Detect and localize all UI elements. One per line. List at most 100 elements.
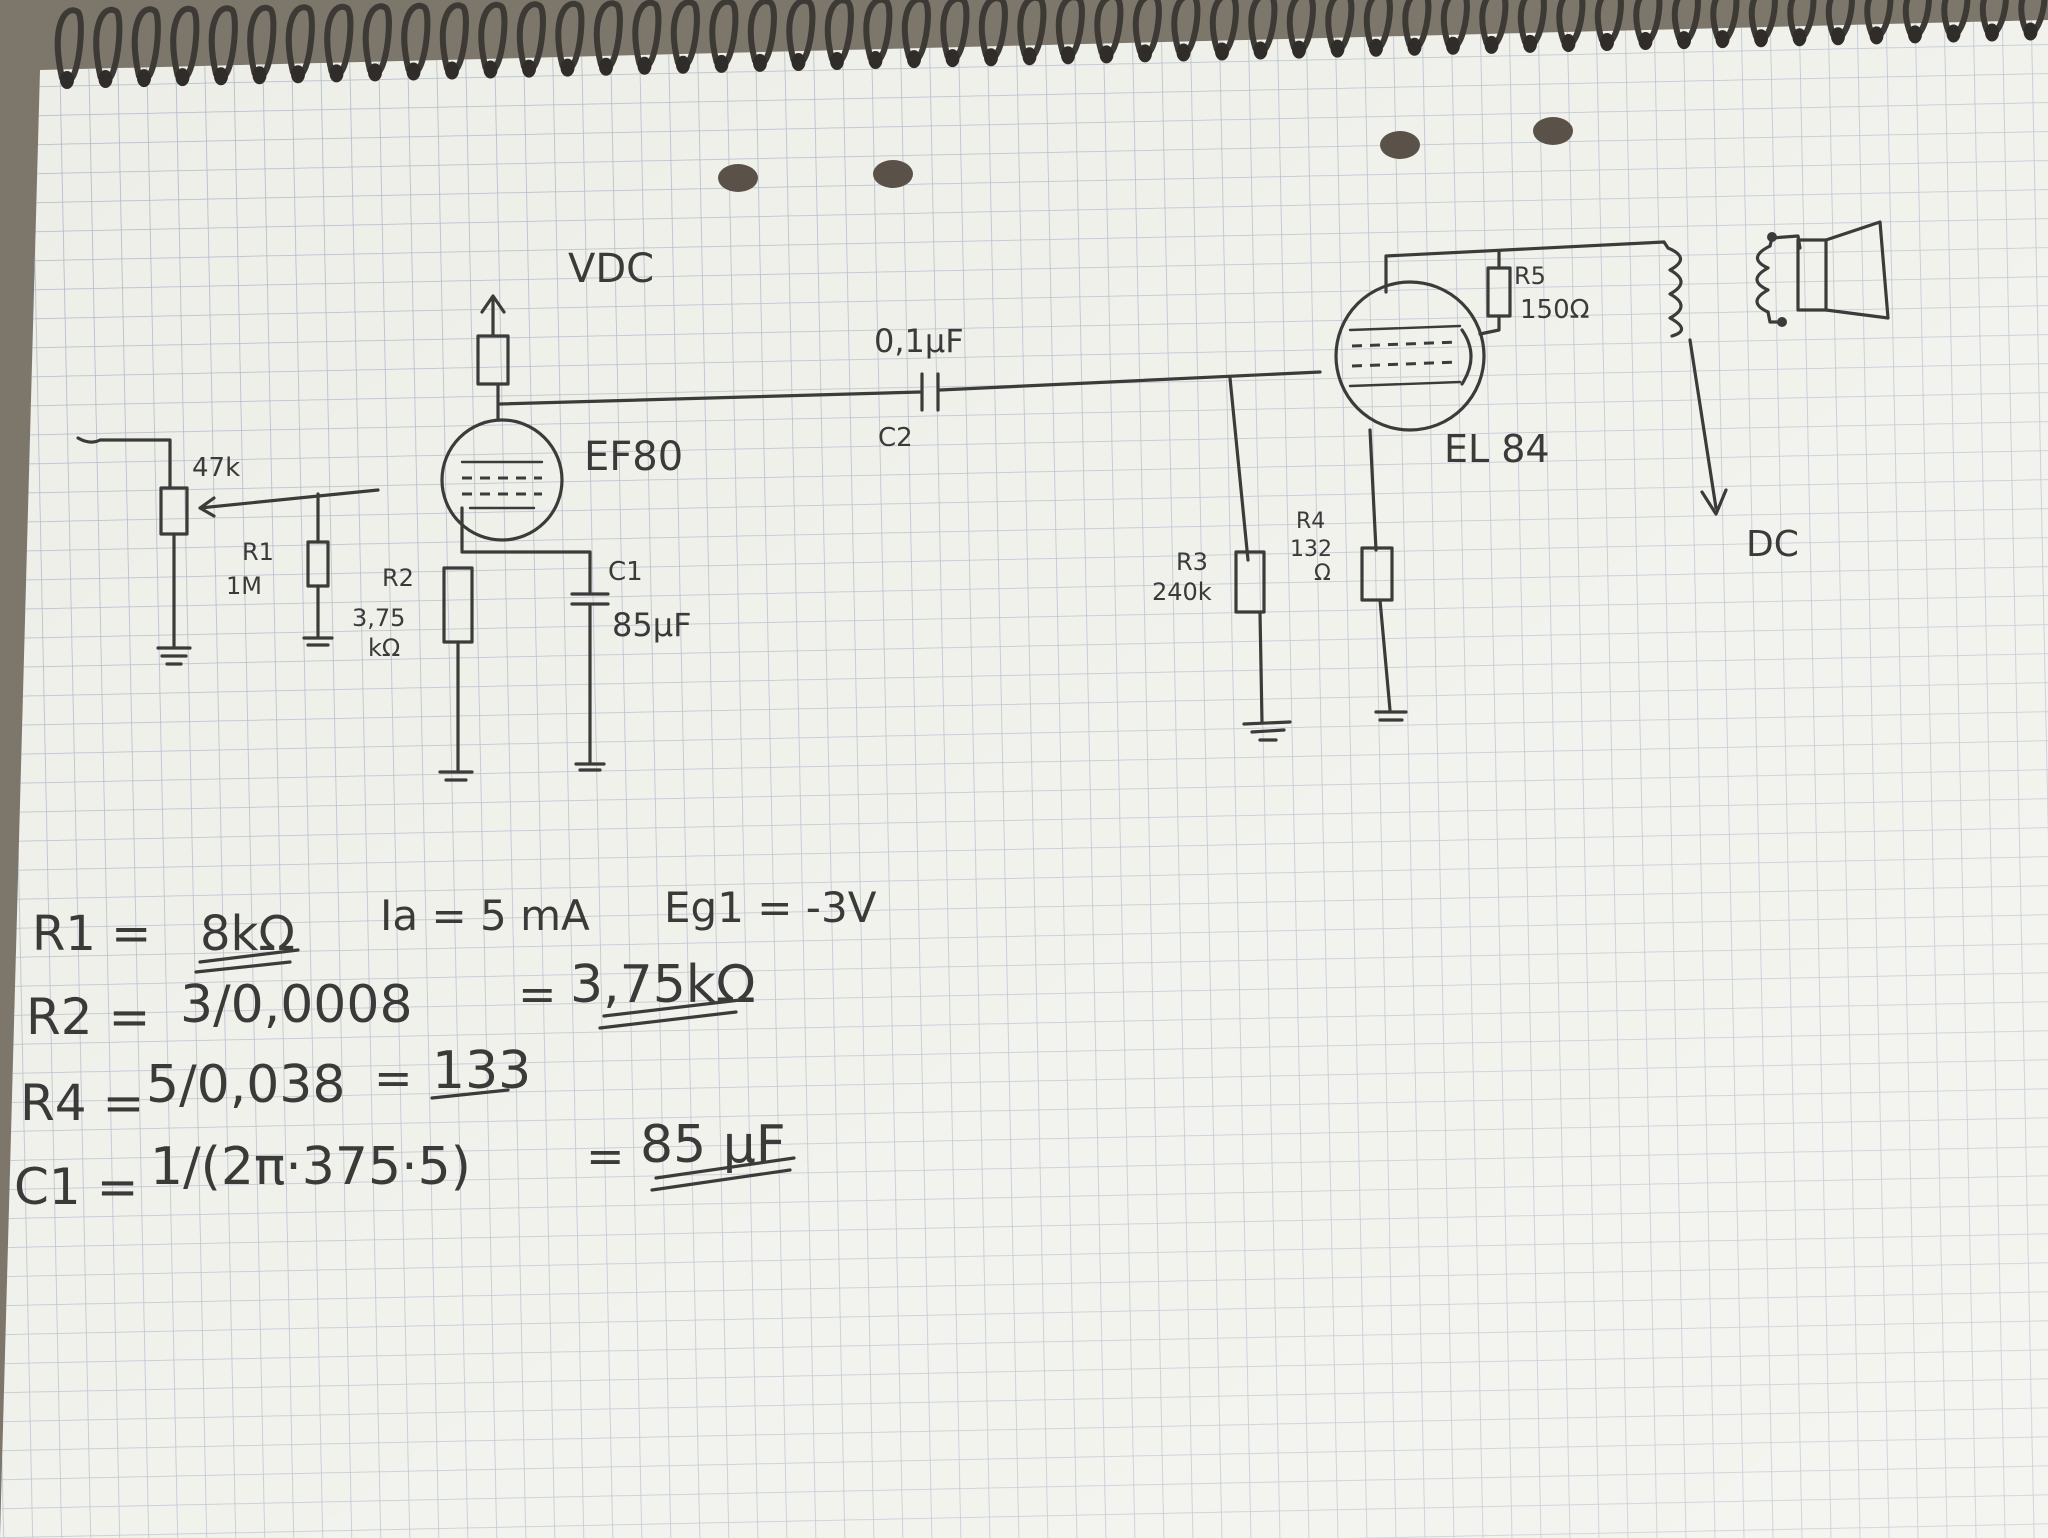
underline-r4 [430, 1088, 510, 1100]
spiral-hole [1523, 34, 1537, 53]
speaker-cone [1824, 220, 1890, 320]
pot-wiper-arrow [198, 488, 380, 518]
spiral-hole [637, 56, 652, 75]
speaker-terminal-2 [1777, 317, 1787, 327]
spiral-ring [786, 0, 816, 63]
spiral-hole [1215, 42, 1229, 61]
spiral-ring [54, 7, 84, 81]
spiral-ring [747, 0, 777, 64]
spiral-hole [522, 59, 536, 78]
spiral-hole [1638, 32, 1653, 51]
r5-value-label: 150Ω [1520, 295, 1590, 325]
spiral-hole [1369, 38, 1383, 57]
calc-line3-label: R4 = [20, 1074, 144, 1132]
spiral-hole [2023, 22, 2038, 41]
speaker-terminal-1 [1767, 232, 1777, 242]
r4-resistor [1360, 546, 1394, 602]
spiral-hole [1022, 47, 1037, 66]
supply-right-label: DC [1746, 524, 1799, 565]
spiral-ring [1402, 0, 1432, 48]
spiral-hole [137, 69, 151, 88]
transformer-primary [1662, 240, 1684, 338]
underline-r2 [598, 998, 742, 1030]
ground-symbol-pot [156, 646, 192, 666]
schematic [76, 220, 1890, 782]
ground-symbol-r4 [1374, 710, 1408, 722]
c2-name-label: C2 [878, 423, 913, 453]
spiral-ring [170, 5, 200, 79]
spiral-ring [1864, 0, 1894, 37]
spiral-hole [1484, 35, 1499, 54]
ground-symbol-r3 [1242, 720, 1292, 742]
r4-name-label: R4 [1296, 509, 1325, 534]
spiral-ring [1517, 0, 1547, 45]
spiral-hole [753, 53, 767, 72]
spiral-hole [791, 52, 806, 71]
spiral-hole [1138, 44, 1152, 63]
r5-wires [1478, 250, 1501, 336]
spiral-ring [1979, 0, 2009, 34]
spiral-ring [208, 5, 238, 78]
spiral-hole [907, 50, 921, 69]
r3-top-wire [1228, 376, 1250, 562]
r4-value-label: 132 [1290, 537, 1332, 562]
calc-line4-eq: = [586, 1129, 625, 1183]
spiral-ring [1440, 0, 1470, 47]
r5-name-label: R5 [1514, 262, 1546, 290]
ground-symbol-c1 [574, 762, 606, 772]
spiral-hole [1099, 45, 1114, 64]
spiral-hole [984, 48, 998, 67]
ground-symbol-r1 [302, 636, 334, 647]
spiral-ring [1825, 0, 1855, 38]
spiral-ring [709, 0, 739, 65]
plate-signal-wire [498, 390, 922, 406]
spiral-hole [1600, 33, 1614, 51]
spiral-ring [555, 0, 585, 69]
el84-plates [1348, 324, 1462, 388]
spiral-ring [940, 0, 970, 60]
spiral-ring [516, 1, 546, 70]
calc-line2-result: 3,75kΩ [570, 955, 756, 1015]
spiral-hole [676, 55, 690, 74]
el84-label: EL 84 [1444, 427, 1550, 471]
r3-bottom-wire [1258, 610, 1264, 724]
spiral-hole [1253, 41, 1268, 60]
spiral-ring [863, 0, 893, 62]
r4-top-wire [1368, 428, 1378, 552]
spiral-hole [98, 70, 113, 89]
spiral-hole [368, 63, 382, 82]
spiral-ring [1556, 0, 1586, 44]
ef80-label: EF80 [584, 434, 683, 480]
spiral-hole [175, 68, 190, 87]
c2-value-label: 0,1µF [874, 322, 964, 360]
r3-name-label: R3 [1176, 548, 1208, 576]
calc-line3-expr: 5/0,038 [146, 1055, 345, 1115]
calc-line1-ia: Ia = 5 mA [380, 891, 590, 940]
input-wire [76, 436, 172, 490]
spiral-ring [1633, 0, 1663, 43]
spiral-hole [1176, 43, 1191, 62]
cathode-bus [460, 550, 592, 594]
spiral-hole [406, 62, 421, 81]
schematic-labels: VDC 47k R1 1M R2 3,75 kΩ C1 85µF EF80 0,… [192, 246, 1799, 662]
r3-resistor [1234, 550, 1266, 614]
supply-arrow-right [1688, 338, 1728, 516]
spiral-hole [830, 52, 844, 70]
spiral-ring [593, 0, 623, 68]
spiral-ring [1286, 0, 1316, 51]
spiral-ring [1902, 0, 1932, 36]
c1-name-label: C1 [608, 557, 643, 587]
spiral-hole [1061, 46, 1075, 65]
el84-tube-envelope [1334, 280, 1486, 432]
spiral-ring [2018, 0, 2048, 33]
spiral-ring [1325, 0, 1355, 50]
calc-line2-eq: = [518, 967, 557, 1021]
spiral-hole [1446, 36, 1460, 55]
spiral-ring [401, 2, 431, 73]
r1-value-label: 1M [226, 572, 262, 600]
spiral-hole [1292, 40, 1306, 59]
r2-value-label: 3,75 [352, 604, 405, 632]
spiral-ring [824, 0, 854, 62]
spiral-hole [1407, 37, 1422, 56]
spiral-ring [131, 6, 161, 80]
